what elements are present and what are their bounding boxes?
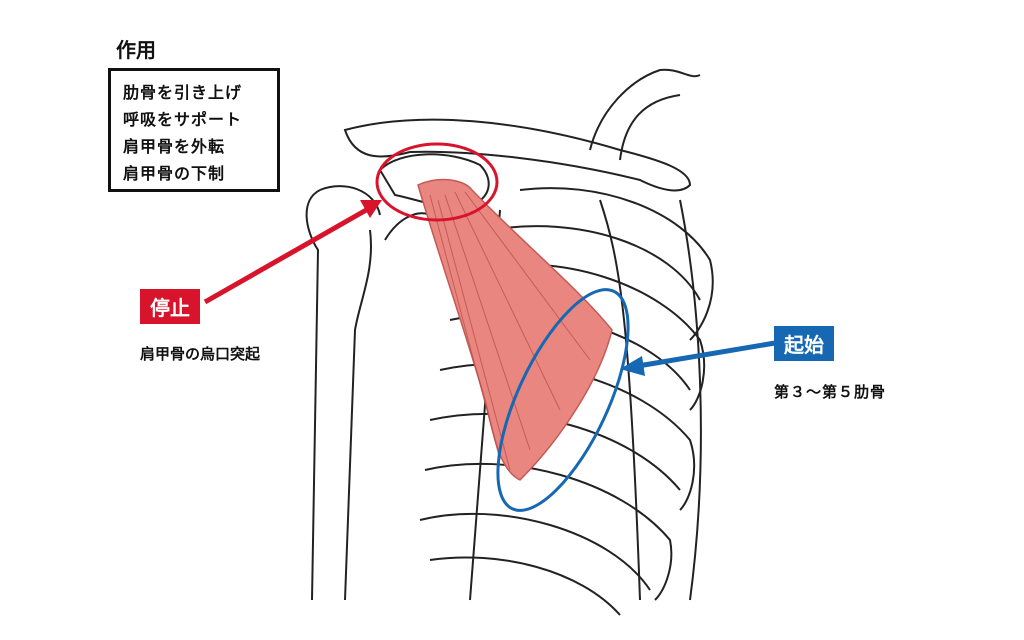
action-list-box: 肋骨を引き上げ 呼吸をサポート 肩甲骨を外転 肩甲骨の下制 bbox=[108, 68, 280, 192]
origin-arrowhead-icon bbox=[620, 356, 645, 376]
insertion-arrow bbox=[203, 206, 370, 305]
action-item: 呼吸をサポート bbox=[123, 110, 243, 129]
insertion-description: 肩甲骨の烏口突起 bbox=[140, 345, 261, 363]
insertion-ellipse bbox=[375, 142, 499, 222]
origin-ellipse bbox=[496, 288, 630, 512]
action-item: 肋骨を引き上げ bbox=[123, 83, 243, 102]
action-title: 作用 bbox=[116, 38, 156, 62]
insertion-label: 停止 bbox=[140, 289, 200, 324]
origin-description: 第３〜第５肋骨 bbox=[774, 383, 887, 401]
origin-arrow bbox=[637, 340, 776, 369]
action-item: 肩甲骨の下制 bbox=[123, 164, 226, 183]
origin-label: 起始 bbox=[774, 326, 834, 361]
action-item: 肩甲骨を外転 bbox=[123, 137, 226, 156]
insertion-arrowhead-icon bbox=[360, 200, 382, 218]
pectoralis-minor-muscle bbox=[417, 178, 613, 481]
